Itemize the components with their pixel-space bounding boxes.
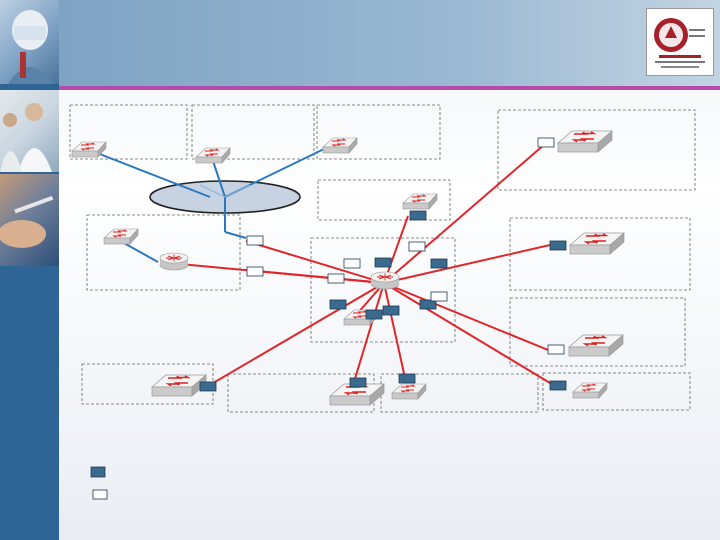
switch-icon <box>196 148 230 163</box>
switch-large-icon <box>570 233 624 254</box>
core-router-icon <box>371 272 399 289</box>
router-icon <box>160 253 188 270</box>
switch-icon <box>573 383 607 398</box>
switch-icon <box>392 384 426 399</box>
legend-port-filled <box>91 467 105 477</box>
switch-large-icon <box>558 131 612 152</box>
switch-large-icon <box>569 335 623 356</box>
red-links <box>180 144 555 386</box>
switch-icon <box>323 138 357 153</box>
ports-empty <box>247 138 564 354</box>
switch-icon <box>403 194 437 209</box>
switch-icon <box>104 229 138 244</box>
switch-large-icon <box>152 375 206 396</box>
legend-port-empty <box>93 490 107 499</box>
